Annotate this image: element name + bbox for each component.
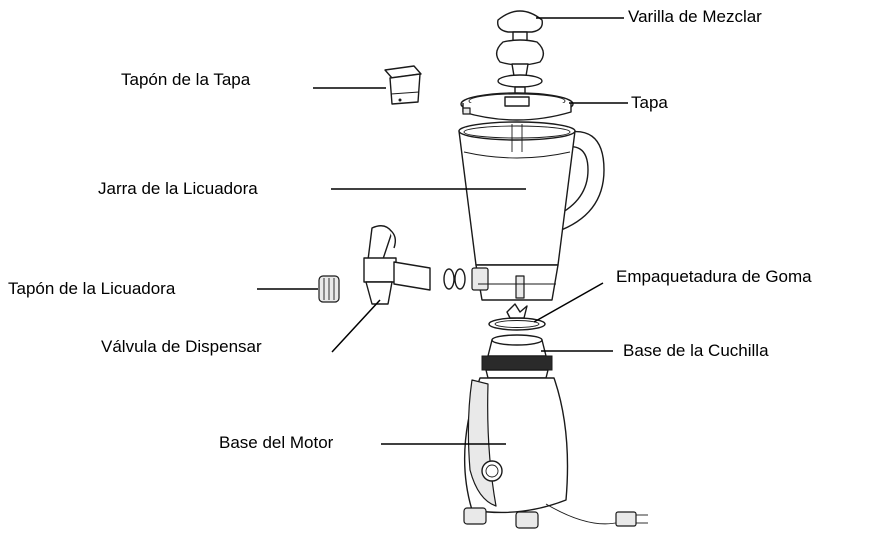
label-lid-cap: Tapón de la Tapa — [121, 70, 251, 89]
label-mixing-rod: Varilla de Mezclar — [628, 7, 762, 26]
leader-dispensing-valve — [331, 299, 381, 353]
label-dispensing-valve: Válvula de Dispensar — [101, 337, 262, 356]
label-blender-jar: Jarra de la Licuadora — [98, 179, 258, 198]
label-blender-cap: Tapón de la Licuadora — [8, 279, 176, 298]
lid-cap-part — [384, 65, 422, 105]
blade-base-part — [481, 334, 553, 379]
rubber-gasket-part — [488, 303, 546, 331]
leader-rubber-gasket — [533, 282, 604, 323]
o-rings-part — [443, 268, 466, 290]
label-lid: Tapa — [631, 93, 668, 112]
label-motor-base: Base del Motor — [219, 433, 334, 452]
label-rubber-gasket: Empaquetadura de Goma — [616, 267, 812, 286]
lid-part — [460, 92, 574, 121]
blender-jar-part — [458, 121, 605, 301]
mixing-rod-part — [495, 10, 545, 100]
dispensing-valve-part — [363, 225, 431, 305]
motor-base-part — [463, 377, 648, 529]
label-blade-base: Base de la Cuchilla — [623, 341, 769, 360]
blender-cap-part — [318, 275, 340, 303]
